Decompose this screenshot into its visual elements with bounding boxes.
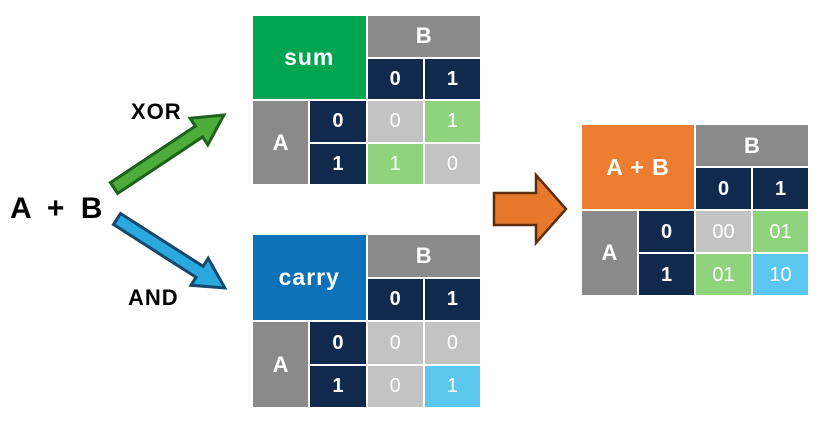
carry-cell-a1b0: 0	[367, 365, 423, 407]
carry-cell-a0b1: 0	[424, 322, 480, 364]
carry-col-value-1: 1	[424, 278, 480, 320]
combined-table-title: A + B	[582, 125, 694, 209]
sum-row-value-1: 1	[310, 143, 366, 184]
combined-table: A + B B 0 1 A 0 1 00 01 01 10	[582, 125, 808, 295]
carry-cell-a1b1: 1	[424, 365, 480, 407]
combined-cell-a0b1: 01	[753, 211, 808, 252]
carry-col-value-0: 0	[367, 278, 423, 320]
combined-col-value-0: 0	[696, 168, 751, 209]
combined-col-header-b: B	[696, 125, 808, 166]
sum-cell-a1b1: 0	[424, 143, 480, 184]
sum-table: sum B 0 1 A 0 1 0 1 1 0	[253, 16, 480, 184]
combined-cell-a1b1: 10	[753, 254, 808, 295]
sum-col-value-0: 0	[367, 58, 423, 99]
sum-cell-a1b0: 1	[367, 143, 423, 184]
sum-cell-a0b1: 1	[424, 101, 480, 142]
and-arrow-icon	[111, 211, 228, 290]
merge-arrow-icon	[492, 171, 568, 247]
combined-row-value-0: 0	[639, 211, 694, 252]
combined-cell-a0b0: 00	[696, 211, 751, 252]
combined-row-value-1: 1	[639, 254, 694, 295]
xor-arrow-icon	[108, 113, 227, 196]
sum-table-title: sum	[253, 16, 366, 99]
sum-col-header-b: B	[367, 16, 480, 57]
sum-row-header-a: A	[253, 101, 309, 184]
combined-cell-a1b0: 01	[696, 254, 751, 295]
combined-row-header-a: A	[582, 211, 637, 295]
xor-branch-label: XOR	[131, 99, 182, 124]
carry-table: carry B 0 1 A 0 1 0 0 0 1	[253, 235, 480, 407]
carry-table-title: carry	[253, 235, 366, 320]
carry-cell-a0b0: 0	[367, 322, 423, 364]
sum-row-value-0: 0	[310, 101, 366, 142]
and-branch-label: AND	[128, 285, 179, 310]
combined-col-value-1: 1	[753, 168, 808, 209]
carry-row-value-1: 1	[310, 365, 366, 407]
carry-row-header-a: A	[253, 322, 309, 407]
sum-cell-a0b0: 0	[367, 101, 423, 142]
carry-row-value-0: 0	[310, 322, 366, 364]
sum-col-value-1: 1	[424, 58, 480, 99]
expression-label: A + B	[10, 192, 107, 225]
carry-col-header-b: B	[367, 235, 480, 277]
